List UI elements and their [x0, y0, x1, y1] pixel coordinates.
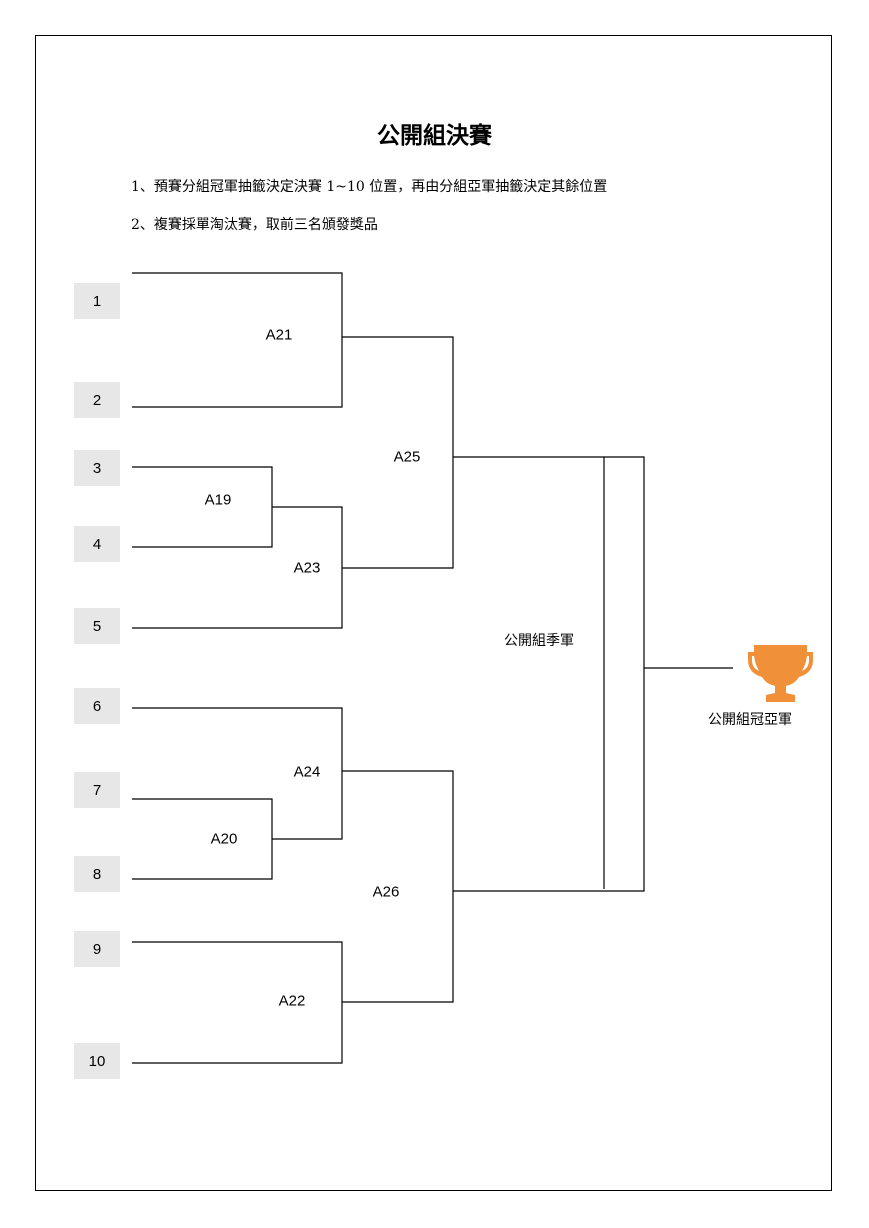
page-frame	[35, 35, 832, 1191]
bracket-line-a24	[132, 707, 343, 840]
page-title: 公開組決賽	[377, 122, 492, 149]
bracket-line-a22	[132, 941, 343, 1064]
match-label-a23: A23	[293, 559, 321, 577]
bracket-line-a25	[342, 336, 454, 569]
match-label-a20: A20	[210, 830, 238, 848]
bracket-line-a21	[132, 272, 343, 408]
bracket-line-a20	[132, 798, 273, 880]
match-label-a25: A25	[393, 448, 421, 466]
seed-box-9: 9	[74, 931, 120, 967]
bracket-line-a19	[132, 466, 273, 548]
seed-box-4: 4	[74, 526, 120, 562]
seed-box-1: 1	[74, 283, 120, 319]
seed-box-8: 8	[74, 856, 120, 892]
note-2: 2、複賽採單淘汰賽，取前三名頒發獎品	[131, 217, 378, 233]
note-1: 1、預賽分組冠軍抽籤決定決賽 1~10 位置，再由分組亞軍抽籤決定其餘位置	[131, 179, 608, 195]
bracket-line-a26	[342, 770, 454, 1003]
seed-box-2: 2	[74, 382, 120, 418]
seed-box-10: 10	[74, 1043, 120, 1079]
match-label-a26: A26	[372, 883, 400, 901]
match-label-a21: A21	[265, 326, 293, 344]
seed-box-5: 5	[74, 608, 120, 644]
bracket-line-final	[453, 456, 645, 892]
seed-box-6: 6	[74, 688, 120, 724]
seed-box-3: 3	[74, 450, 120, 486]
trophy-icon	[748, 645, 813, 702]
match-label-a24: A24	[293, 763, 321, 781]
third-place-label: 公開組季軍	[504, 633, 574, 649]
seed-box-7: 7	[74, 772, 120, 808]
champion-label: 公開組冠亞軍	[708, 712, 792, 728]
match-label-a19: A19	[204, 491, 232, 509]
match-label-a22: A22	[278, 992, 306, 1010]
